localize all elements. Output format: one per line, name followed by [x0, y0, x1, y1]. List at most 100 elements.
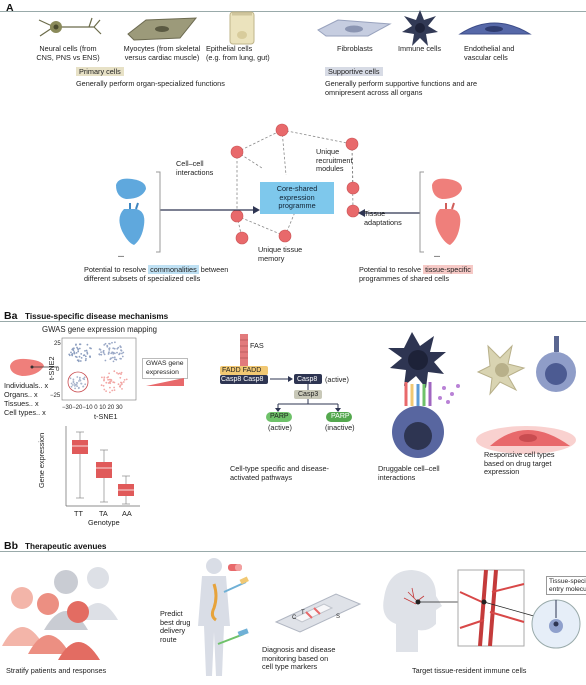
tsne-point — [78, 343, 81, 346]
tsne-point — [108, 347, 111, 350]
tsne-point — [121, 355, 124, 358]
tsne-frame — [61, 337, 137, 401]
tsne-point — [100, 384, 103, 387]
ellipsis-right: ... — [434, 250, 441, 259]
fibroblasts-label: Fibroblasts — [337, 44, 373, 53]
apoptosis-pathway — [220, 334, 352, 422]
blue-organs-icon — [116, 178, 146, 245]
tsne-point — [76, 346, 78, 349]
tsne-point — [116, 351, 118, 354]
panel-label-bb: Bb — [4, 540, 18, 552]
parp-active-label: PARP — [270, 413, 289, 420]
tsne-point — [84, 359, 87, 362]
tsne-point — [98, 353, 101, 355]
casp8-active-label: Casp8 — [297, 376, 318, 383]
tsne-point — [119, 345, 122, 347]
tsne-point — [78, 355, 81, 358]
tsne-point — [73, 352, 76, 354]
divider-ba — [0, 321, 586, 322]
tsne-point — [106, 345, 109, 348]
fadd-label: FADD FADD — [222, 367, 262, 374]
tsne-point — [70, 385, 73, 388]
tsne-point — [121, 388, 123, 390]
liver-icon — [10, 358, 58, 376]
tsne-point — [108, 378, 111, 381]
tsne-point — [107, 352, 110, 354]
tsne-point — [113, 347, 116, 350]
bb-title: Therapeutic avenues — [25, 542, 107, 551]
delivery-caption: Predict best drug delivery route — [160, 609, 191, 644]
tsne-point — [108, 349, 111, 351]
diagnosis-caption: Diagnosis and disease monitoring based o… — [262, 645, 336, 672]
tsne-point — [80, 357, 83, 359]
panel-label-ba: Ba — [4, 310, 18, 322]
tissue-specific-caption: Potential to resolve tissue-specific — [359, 265, 473, 274]
tsne-point — [79, 379, 82, 382]
tsne-point — [98, 348, 101, 350]
tsne-point — [103, 379, 105, 382]
commonalities-caption: Potential to resolve commonalities betwe… — [84, 265, 229, 274]
tsne-point — [125, 378, 128, 381]
supportive-cells-desc: Generally perform supportive functions a… — [325, 79, 478, 97]
tsne-point — [120, 373, 122, 375]
tsne-point — [84, 355, 87, 358]
cell-cell-label: Cell–cell interactions — [176, 159, 214, 177]
tsne-point — [79, 360, 82, 362]
tsne-point — [111, 389, 114, 392]
tsne-point — [121, 352, 123, 355]
tsne-point — [85, 358, 87, 360]
tsne-point — [101, 376, 103, 379]
tsne-point — [102, 384, 105, 387]
primary-cells-desc: Generally perform organ-specialized func… — [76, 79, 225, 88]
level-tissues: Tissues.. x — [4, 399, 39, 408]
myocyte-icon — [127, 17, 198, 41]
tsne-point — [113, 386, 115, 389]
tsne-point — [82, 354, 85, 357]
supportive-cells-tag: Supportive cells — [325, 67, 383, 77]
tsne-point — [103, 344, 106, 346]
tsne-point — [103, 388, 106, 391]
myocytes-label: Myocytes (from skeletal versus cardiac m… — [123, 44, 201, 62]
patients-group-icon — [2, 567, 118, 660]
tsne-point — [70, 351, 72, 354]
immune-cells-label: Immune cells — [398, 44, 441, 53]
ellipsis-left: ... — [118, 250, 125, 259]
tsne-point — [110, 379, 113, 381]
tsne-point — [120, 357, 122, 360]
tsne-point — [78, 380, 80, 382]
level-cell-types: Cell types.. x — [4, 408, 46, 417]
tsne-point — [117, 373, 120, 375]
tsne-point — [89, 356, 91, 358]
fas-label: FAS — [250, 341, 264, 350]
tsne-point — [78, 347, 81, 350]
memory-label: Unique tissue memory — [258, 245, 303, 263]
ba-title: Tissue-specific disease mechanisms — [25, 312, 169, 321]
genotype-aa: AA — [122, 509, 132, 518]
tsne-point — [120, 381, 122, 384]
tsne-point — [72, 349, 75, 352]
tsne-point — [107, 378, 109, 381]
gwas-gradient — [146, 378, 184, 386]
casp8-active-note: (active) — [325, 375, 349, 384]
tsne-point — [71, 353, 74, 355]
test-letter-t: T — [301, 610, 305, 616]
tsne-point — [76, 385, 78, 388]
panel-label-a: A — [6, 2, 14, 14]
target-immune-caption: Target tissue-resident immune cells — [412, 666, 527, 675]
pink-organs-icon — [432, 178, 462, 245]
tsne-point — [83, 378, 86, 381]
network-diagram — [156, 123, 424, 253]
tsne-point — [78, 386, 80, 389]
tsne-point — [80, 353, 83, 355]
tsne-point — [75, 383, 78, 386]
pathway-caption: Cell-type specific and disease- activate… — [230, 464, 329, 482]
stratify-caption: Stratify patients and responses — [6, 666, 107, 675]
druggable-caption: Druggable cell–cell interactions — [378, 464, 440, 482]
boxplot-box — [72, 440, 88, 454]
tsne-point — [85, 349, 88, 352]
tsne-point — [122, 351, 125, 354]
tsne-point — [107, 376, 110, 378]
tsne-point — [70, 382, 73, 385]
tsne-point — [111, 341, 113, 344]
tsne-point — [112, 347, 115, 350]
